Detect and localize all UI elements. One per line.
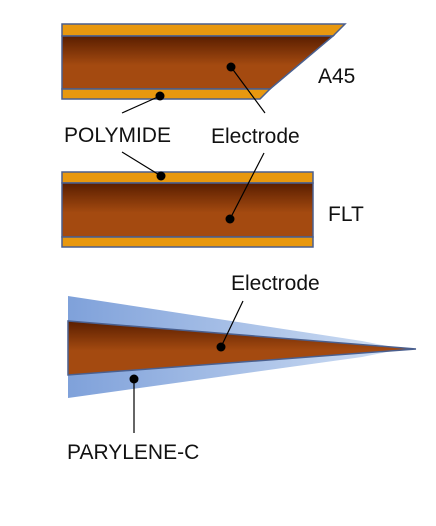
leader-a45-electrode <box>230 66 266 114</box>
flt-polyimide-top-layer <box>61 171 314 184</box>
a45-electrode-core <box>61 35 336 90</box>
leader-polymide-to-a45 <box>121 95 161 114</box>
dot-flt-polyimide <box>156 171 166 181</box>
a45-electrode <box>61 23 347 100</box>
dot-tapered-electrode <box>216 342 226 352</box>
label-electrode-bottom: Electrode <box>231 272 320 295</box>
parylene-electrode <box>67 296 417 398</box>
label-polymide: POLYMIDE <box>64 124 171 147</box>
label-parylene-c: PARYLENE-C <box>67 441 199 464</box>
flt-polyimide-bottom-layer <box>61 236 314 248</box>
dot-a45-polyimide <box>155 91 165 101</box>
label-electrode-top: Electrode <box>211 125 300 148</box>
leader-electrode-bottom <box>220 300 244 348</box>
flt-electrode <box>61 171 314 248</box>
label-flt: FLT <box>328 203 364 226</box>
marker-dots <box>129 62 236 384</box>
flt-electrode-core <box>61 182 314 238</box>
a45-polyimide-top-layer <box>61 23 347 37</box>
dot-parylene <box>129 374 139 384</box>
dot-flt-electrode <box>225 214 235 224</box>
a45-polyimide-bottom-layer <box>61 88 272 100</box>
leader-flt-electrode <box>229 152 265 220</box>
dot-a45-electrode <box>226 62 236 72</box>
leader-lines <box>121 66 266 433</box>
label-a45: A45 <box>318 65 355 88</box>
tapered-electrode-core <box>67 320 417 376</box>
leader-polymide-to-flt <box>121 151 162 177</box>
